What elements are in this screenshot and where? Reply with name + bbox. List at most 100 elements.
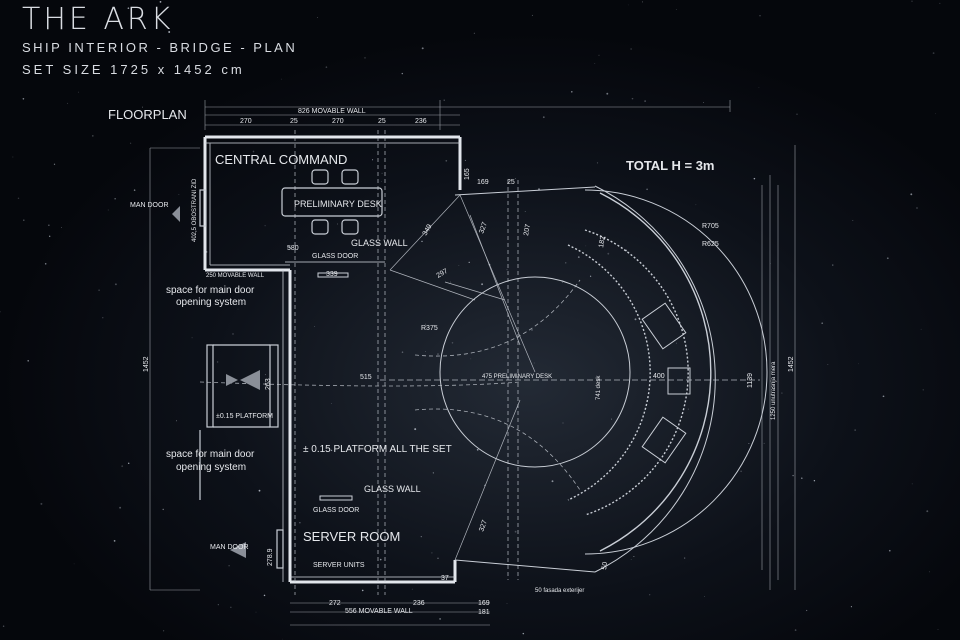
star-dot	[127, 7, 130, 10]
dim-1452-right: 1452	[788, 356, 795, 372]
star-dot	[411, 588, 413, 590]
star-dot	[216, 361, 219, 363]
star-dot	[932, 52, 935, 54]
star-dot	[748, 443, 750, 444]
star-dot	[531, 14, 533, 16]
server-units-label: SERVER UNITS	[313, 562, 365, 569]
platform-small-label: ±0.15 PLATFORM	[216, 413, 273, 420]
star-dot	[888, 549, 891, 552]
dim-r625: R625	[702, 241, 719, 248]
dim-r705: R705	[702, 223, 719, 230]
star-dot	[243, 303, 244, 304]
star-dot	[421, 240, 423, 243]
star-dot	[91, 135, 94, 137]
star-dot	[421, 47, 424, 50]
star-dot	[813, 480, 816, 482]
star-dot	[325, 66, 328, 68]
dim-1452-left: 1452	[143, 356, 150, 372]
star-dot	[17, 197, 20, 200]
star-dot	[916, 207, 918, 209]
star-dot	[425, 323, 426, 325]
dim-25: 25	[507, 179, 515, 186]
star-dot	[589, 275, 592, 277]
dim-r375: R375	[421, 325, 438, 332]
space-main-door-1b: opening system	[176, 297, 246, 308]
star-dot	[939, 2, 941, 4]
dim-165: 165	[464, 168, 471, 180]
dim-400: 400	[653, 373, 665, 380]
star-dot	[911, 483, 913, 485]
star-dot	[458, 265, 460, 266]
star-dot	[228, 565, 230, 567]
star-dot	[935, 113, 936, 115]
star-dot	[641, 1, 643, 3]
star-dot	[162, 630, 165, 632]
star-dot	[61, 227, 62, 229]
star-dot	[280, 78, 282, 80]
star-dot	[113, 540, 116, 542]
star-dot	[401, 72, 404, 75]
dim-339: 339	[326, 271, 338, 278]
star-dot	[102, 317, 104, 319]
star-dot	[425, 351, 426, 353]
star-dot	[410, 447, 413, 450]
platform-all-label: ± 0.15 PLATFORM ALL THE SET	[303, 444, 452, 455]
floorplan-label: FLOORPLAN	[108, 107, 187, 122]
star-dot	[470, 358, 472, 360]
star-dot	[703, 102, 704, 103]
star-dot	[317, 17, 318, 18]
star-dot	[288, 246, 291, 249]
star-dot	[631, 97, 634, 100]
star-dot	[533, 362, 535, 364]
star-dot	[114, 283, 117, 286]
star-dot	[827, 364, 829, 365]
star-dot	[127, 462, 130, 465]
star-dot	[852, 220, 854, 221]
star-dot	[611, 418, 612, 420]
star-dot	[73, 563, 75, 565]
space-main-door-1a: space for main door	[166, 285, 255, 296]
star-dot	[821, 322, 824, 325]
space-main-door-2b: opening system	[176, 462, 246, 473]
star-dot	[78, 91, 79, 93]
star-dot	[850, 606, 852, 608]
star-dot	[27, 360, 29, 362]
star-dot	[159, 1, 162, 3]
plan-subtitle: SHIP INTERIOR - BRIDGE - PLAN	[22, 40, 298, 55]
star-dot	[44, 263, 47, 265]
star-dot	[886, 257, 889, 260]
dim-37: 37	[441, 575, 449, 582]
star-dot	[910, 193, 913, 196]
star-dot	[439, 617, 442, 620]
star-dot	[168, 31, 171, 33]
star-dot	[562, 422, 564, 424]
star-dot	[770, 263, 771, 265]
set-size-label: SET SIZE 1725 x 1452 cm	[22, 62, 245, 77]
star-dot	[330, 449, 333, 452]
dim-207: 207	[523, 224, 532, 237]
star-dot	[299, 522, 301, 524]
star-dot	[119, 506, 122, 509]
star-dot	[67, 102, 69, 104]
star-dot	[781, 392, 783, 394]
star-dot	[142, 106, 143, 108]
star-dot	[704, 595, 705, 597]
star-dot	[565, 262, 567, 264]
wall-vertical-label: 402,5 OBOSTRANI ZID	[192, 178, 198, 242]
dim-181: 181	[478, 609, 490, 616]
star-dot	[524, 210, 526, 212]
dim-bottom-seg-1: 272	[329, 600, 341, 607]
star-dot	[364, 57, 366, 59]
star-dot	[514, 178, 516, 180]
dim-top-seg-5: 236	[415, 118, 427, 125]
dim-top-seg-3: 270	[332, 118, 344, 125]
star-dot	[237, 308, 239, 310]
star-dot	[801, 477, 803, 479]
star-dot	[937, 629, 939, 630]
star-dot	[928, 571, 930, 573]
star-dot	[252, 150, 255, 153]
star-dot	[48, 224, 50, 226]
star-dot	[178, 194, 180, 195]
